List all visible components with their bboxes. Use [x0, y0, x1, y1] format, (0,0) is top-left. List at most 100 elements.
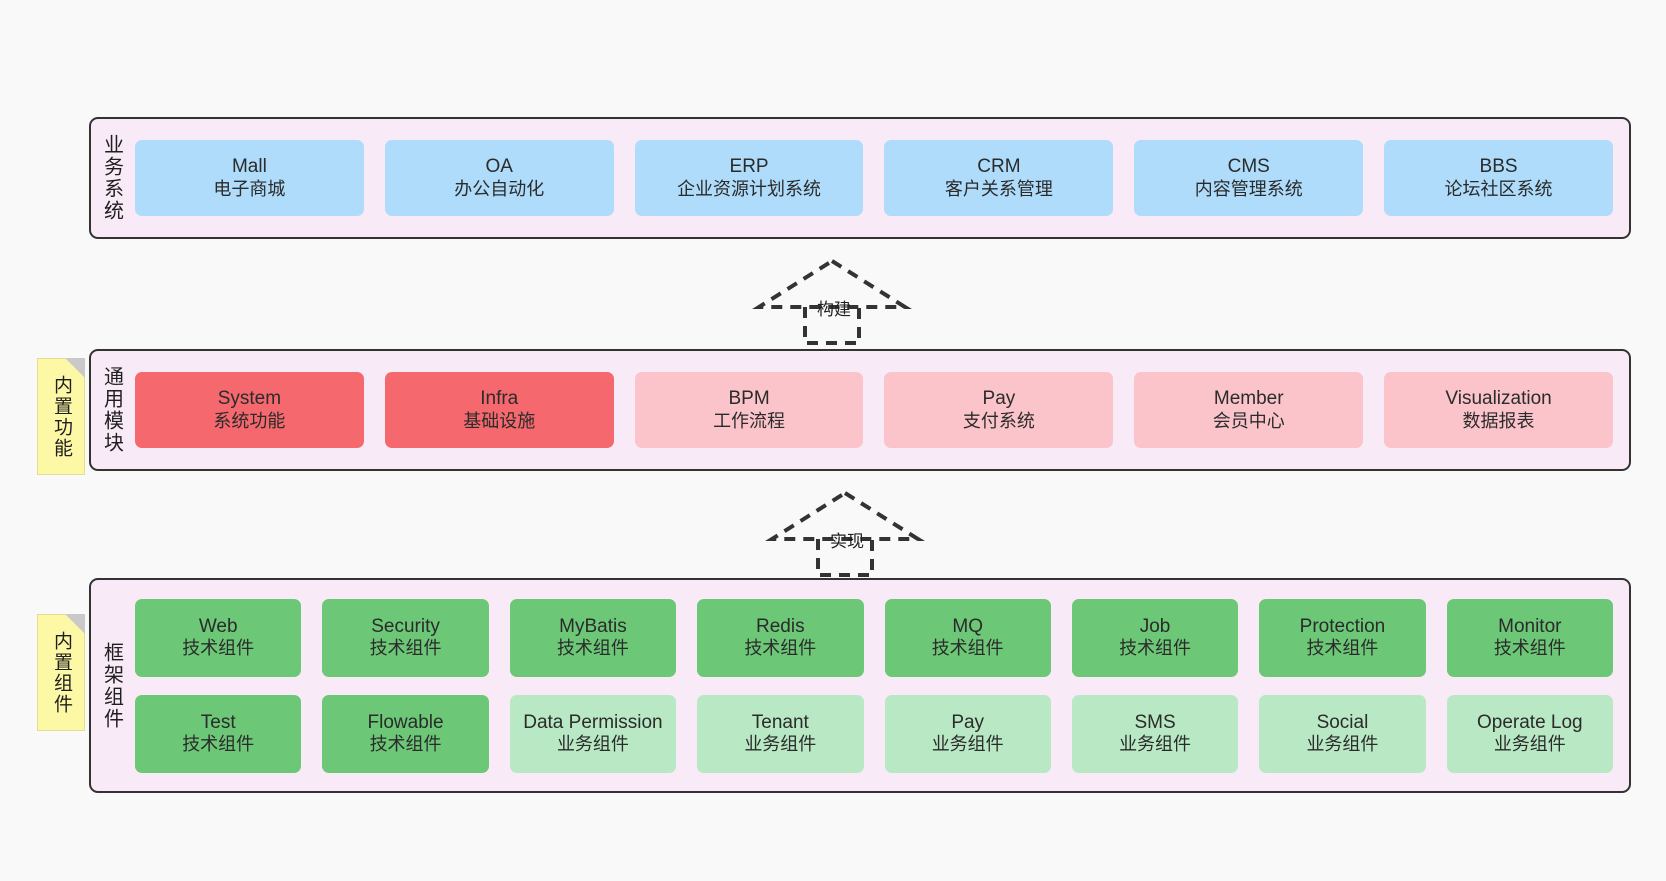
component-subtitle: 内容管理系统	[1194, 178, 1303, 199]
component-subtitle: 技术组件	[182, 638, 255, 659]
component-name: Web	[198, 615, 238, 637]
component-name: Security	[371, 615, 440, 637]
component-subtitle: 基础设施	[463, 410, 536, 431]
component-name: BPM	[728, 388, 770, 410]
component-box-social[interactable]: Social 业务组件	[1259, 694, 1426, 773]
component-subtitle: 业务组件	[556, 734, 629, 755]
layer-business-system: 业务系统 Mall 电子商城 OA 办公自动化 ERP 企业资源计划系统 CRM…	[89, 117, 1631, 239]
component-name: Flowable	[367, 711, 444, 733]
component-name: Redis	[756, 615, 805, 637]
component-name: Operate Log	[1476, 711, 1583, 733]
component-subtitle: 数据报表	[1462, 410, 1535, 431]
component-box-operate-log[interactable]: Operate Log 业务组件	[1446, 694, 1613, 773]
component-name: OA	[485, 156, 513, 178]
component-box-visualization[interactable]: Visualization 数据报表	[1384, 372, 1613, 448]
connector-label-implement: 实现	[830, 532, 864, 551]
sticky-note-builtin-components: 内置组件	[37, 614, 85, 731]
component-subtitle: 支付系统	[962, 410, 1035, 431]
component-name: Monitor	[1498, 615, 1562, 637]
component-box-system[interactable]: System 系统功能	[135, 372, 364, 448]
component-name: System	[217, 388, 282, 410]
component-subtitle: 业务组件	[744, 734, 817, 755]
connector-build-arrow: 构建	[752, 258, 912, 345]
layer-common-module: 通用模块 System 系统功能 Infra 基础设施 BPM 工作流程 Pay…	[89, 349, 1631, 471]
component-subtitle: 技术组件	[931, 638, 1004, 659]
component-name: Mall	[231, 156, 267, 178]
component-box-mybatis[interactable]: MyBatis 技术组件	[509, 598, 677, 677]
component-name: ERP	[729, 156, 769, 178]
component-box-security[interactable]: Security 技术组件	[322, 598, 489, 677]
component-name: Pay	[982, 388, 1016, 410]
component-subtitle: 业务组件	[1493, 734, 1566, 755]
component-box-erp[interactable]: ERP 企业资源计划系统	[634, 140, 864, 216]
layer-title-framework-component: 框架组件	[100, 641, 123, 730]
component-subtitle: 技术组件	[1493, 638, 1566, 659]
component-box-member[interactable]: Member 会员中心	[1134, 372, 1364, 448]
component-subtitle: 企业资源计划系统	[677, 178, 822, 199]
component-subtitle: 技术组件	[556, 638, 629, 659]
connector-label-build: 构建	[817, 300, 851, 319]
component-subtitle: 业务组件	[1119, 734, 1192, 755]
component-box-test[interactable]: Test 技术组件	[135, 694, 302, 773]
component-name: CRM	[977, 156, 1021, 178]
connector-implement-arrow: 实现	[765, 490, 925, 577]
component-name: Infra	[480, 388, 519, 410]
component-subtitle: 技术组件	[369, 638, 442, 659]
component-box-monitor[interactable]: Monitor 技术组件	[1446, 598, 1613, 677]
component-box-web[interactable]: Web 技术组件	[135, 598, 302, 677]
layer-body-common-module: System 系统功能 Infra 基础设施 BPM 工作流程 Pay 支付系统…	[131, 351, 1629, 469]
component-subtitle: 技术组件	[1119, 638, 1192, 659]
component-name: BBS	[1479, 156, 1518, 178]
layer-body-business-system: Mall 电子商城 OA 办公自动化 ERP 企业资源计划系统 CRM 客户关系…	[131, 119, 1629, 237]
component-subtitle: 论坛社区系统	[1444, 178, 1553, 199]
component-name: Test	[200, 711, 236, 733]
layer-body-framework-component: Web 技术组件 Security 技术组件 MyBatis 技术组件 Redi…	[131, 580, 1629, 791]
component-subtitle: 技术组件	[369, 734, 442, 755]
component-row: Mall 电子商城 OA 办公自动化 ERP 企业资源计划系统 CRM 客户关系…	[135, 140, 1613, 216]
component-box-mq[interactable]: MQ 技术组件	[884, 598, 1051, 677]
component-box-bpm[interactable]: BPM 工作流程	[634, 372, 864, 448]
component-subtitle: 技术组件	[1306, 638, 1379, 659]
component-subtitle: 会员中心	[1212, 410, 1285, 431]
component-box-redis[interactable]: Redis 技术组件	[697, 598, 864, 677]
component-box-mall[interactable]: Mall 电子商城	[135, 140, 364, 216]
component-box-cms[interactable]: CMS 内容管理系统	[1134, 140, 1364, 216]
component-name: CMS	[1227, 156, 1270, 178]
layer-title-common-module: 通用模块	[100, 366, 123, 454]
component-box-oa[interactable]: OA 办公自动化	[384, 140, 614, 216]
component-subtitle: 办公自动化	[454, 178, 545, 199]
component-box-tenant[interactable]: Tenant 业务组件	[697, 694, 864, 773]
component-name: MyBatis	[559, 615, 627, 637]
component-row: System 系统功能 Infra 基础设施 BPM 工作流程 Pay 支付系统…	[135, 372, 1613, 448]
component-box-data-permission[interactable]: Data Permission 业务组件	[509, 694, 677, 773]
component-box-sms[interactable]: SMS 业务组件	[1071, 694, 1239, 773]
component-subtitle: 客户关系管理	[944, 178, 1053, 199]
component-box-bbs[interactable]: BBS 论坛社区系统	[1384, 140, 1613, 216]
component-box-pay[interactable]: Pay 支付系统	[884, 372, 1114, 448]
component-name: Member	[1213, 388, 1284, 410]
component-row: Test 技术组件 Flowable 技术组件 Data Permission …	[135, 694, 1613, 773]
component-box-pay[interactable]: Pay 业务组件	[884, 694, 1051, 773]
component-subtitle: 系统功能	[213, 410, 286, 431]
component-name: Pay	[951, 711, 985, 733]
component-box-infra[interactable]: Infra 基础设施	[384, 372, 614, 448]
sticky-note-builtin-features: 内置功能	[37, 358, 85, 475]
component-name: Protection	[1299, 615, 1386, 637]
component-subtitle: 技术组件	[744, 638, 817, 659]
component-name: Visualization	[1445, 388, 1552, 410]
component-subtitle: 业务组件	[931, 734, 1004, 755]
component-row: Web 技术组件 Security 技术组件 MyBatis 技术组件 Redi…	[135, 598, 1613, 677]
layer-framework-component: 框架组件 Web 技术组件 Security 技术组件 MyBatis 技术组件…	[89, 578, 1631, 793]
component-name: Data Permission	[523, 711, 663, 733]
component-name: MQ	[952, 615, 983, 637]
component-name: Tenant	[751, 711, 809, 733]
component-box-job[interactable]: Job 技术组件	[1071, 598, 1239, 677]
component-subtitle: 技术组件	[182, 734, 255, 755]
component-box-flowable[interactable]: Flowable 技术组件	[322, 694, 489, 773]
component-box-protection[interactable]: Protection 技术组件	[1259, 598, 1426, 677]
component-subtitle: 业务组件	[1306, 734, 1379, 755]
component-name: Social	[1316, 711, 1369, 733]
component-box-crm[interactable]: CRM 客户关系管理	[884, 140, 1114, 216]
layer-title-business-system: 业务系统	[100, 134, 123, 222]
